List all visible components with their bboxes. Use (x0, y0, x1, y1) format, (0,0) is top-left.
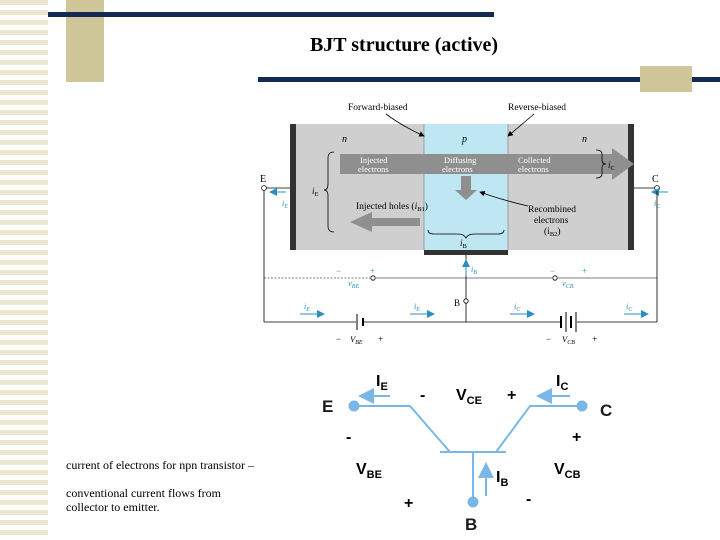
vce-label: VCE (456, 387, 482, 407)
ib-label: IB (496, 469, 508, 489)
base-region-label: p (461, 134, 467, 145)
terminal-e-node (261, 185, 267, 191)
recombination-down-arrow (455, 176, 477, 200)
vbe-label: vBE (348, 278, 359, 290)
vbe-source-minus: − (336, 334, 341, 344)
navy-rule-right (258, 77, 720, 82)
injected-holes-label: Injected holes (iB1) (356, 201, 428, 213)
bjt-schematic: IE IC VCE - + E C - + VBE VCB IB + - B (322, 373, 612, 534)
caption-line-3: collector to emitter. (66, 500, 160, 514)
tan-accent-block-right (640, 66, 692, 92)
emitter-region-label: n (342, 134, 347, 145)
reverse-biased-label: Reverse-biased (508, 103, 566, 113)
ie-bottom-left-label: iE (304, 302, 310, 313)
collector-node (576, 400, 588, 412)
vbe-source-label: VBE (350, 334, 363, 346)
base-node (467, 496, 479, 508)
left-stripe-decoration (0, 0, 48, 540)
emitter-contact (290, 124, 296, 250)
slide-title: BJT structure (active) (309, 34, 499, 56)
emitter-wire (354, 405, 451, 453)
vbe-source-plus: + (378, 334, 383, 344)
ie-bottom-mid-label: iE (414, 302, 420, 313)
ic-terminal-arrow-label: iC (654, 199, 661, 210)
ic-bottom-right-label: iC (626, 302, 633, 313)
e-label: E (322, 397, 333, 416)
collected-electrons-label: Collected electrons (518, 155, 553, 174)
vcb-plus: + (572, 429, 581, 446)
terminal-c-label: C (652, 174, 659, 185)
vce-minus: - (420, 387, 425, 404)
collector-brace (595, 149, 607, 179)
emitter-node (348, 400, 360, 412)
ib-under-label: iB (460, 238, 468, 250)
injected-holes-arrow (350, 212, 420, 232)
vbe-top-minus: - (346, 429, 351, 446)
ie-label: IE (376, 373, 388, 393)
vbe-label: VBE (356, 461, 382, 481)
bjt-structure-figure: n p n Forward-biased Reverse-biased Inje… (260, 103, 668, 346)
vcb-label: VCB (554, 461, 581, 481)
recombined-electrons-label: Recombined electrons (iB2) (528, 205, 578, 238)
vce-plus: + (507, 387, 516, 404)
vcb-source-minus: − (546, 334, 551, 344)
vcb-minus: − (550, 266, 555, 276)
ib-arrow-label: iB (471, 265, 477, 276)
vbe-plus: + (370, 266, 375, 276)
vcb-source-label: VCB (562, 334, 575, 346)
terminal-c-node (654, 185, 660, 191)
c-label: C (600, 401, 612, 420)
vcb-label: vCB (562, 278, 574, 290)
collector-region-label: n (582, 134, 587, 145)
collector-wire (495, 405, 582, 453)
base-brace (427, 229, 505, 239)
vbe-minus: − (336, 266, 341, 276)
electron-flow-arrow (340, 148, 634, 180)
collector-contact (628, 124, 634, 250)
ic-bottom-mid-label: iC (514, 302, 521, 313)
emitter-brace (323, 151, 335, 233)
diffusing-electrons-label: Diffusing electrons (442, 155, 479, 174)
terminal-e-label: E (260, 174, 266, 185)
vcb-bottom-minus: - (526, 491, 531, 508)
vcb-source-plus: + (592, 334, 597, 344)
forward-biased-label: Forward-biased (348, 103, 408, 113)
caption-text: current of electrons for npn transistor … (66, 458, 296, 514)
collector-region (508, 124, 634, 250)
b-label: B (465, 515, 477, 534)
ic-label: IC (556, 373, 568, 393)
navy-rule-top (48, 12, 494, 17)
emitter-region (290, 124, 424, 250)
ic-brace-label: iC (608, 160, 615, 172)
ie-brace-label: iE (312, 186, 319, 198)
caption-line-2: conventional current flows from (66, 486, 221, 500)
vcb-plus: + (582, 266, 587, 276)
base-contact (424, 250, 508, 255)
caption-line-1: current of electrons for npn transistor … (66, 458, 254, 472)
injected-electrons-label: Injected electrons (358, 155, 390, 174)
ie-terminal-arrow-label: iE (282, 199, 288, 210)
terminal-b-node (463, 298, 469, 304)
vbe-bottom-plus: + (404, 495, 413, 512)
terminal-b-label: B (454, 298, 460, 308)
